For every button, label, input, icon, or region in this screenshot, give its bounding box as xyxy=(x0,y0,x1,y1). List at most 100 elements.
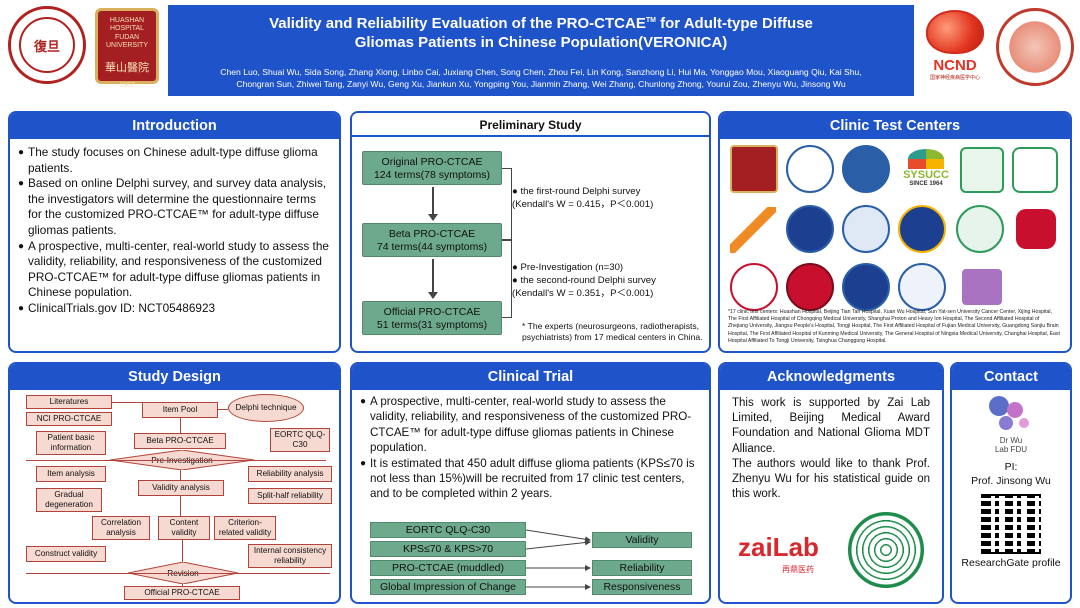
flow-box: Reliability analysis xyxy=(248,466,332,482)
flow-connector xyxy=(218,409,228,410)
clinic-footnote: *17 clinic test centers: Huashan Hospita… xyxy=(728,309,1060,344)
hospital-logo xyxy=(842,205,890,253)
trial-input-box: KPS≤70 & KPS>70 xyxy=(370,541,526,557)
hospital-logo xyxy=(960,147,1004,193)
flow-oval: Delphi technique xyxy=(228,394,304,422)
hospital-logo xyxy=(898,205,946,253)
flow-box: Item Pool xyxy=(142,402,218,418)
introduction-heading: Introduction xyxy=(10,113,339,139)
contact-heading: Contact xyxy=(952,364,1070,390)
preliminary-heading: Preliminary Study xyxy=(352,113,709,137)
flow-connector xyxy=(182,584,183,586)
list-item: Based on online Delphi survey, and surve… xyxy=(18,176,331,238)
fudan-university-logo: 復旦 xyxy=(8,6,86,84)
huashan-hospital-logo: HUASHAN HOSPITAL FUDAN UNIVERSITY 華山醫院 1… xyxy=(95,8,159,89)
first-round-note: ● the first-round Delphi survey (Kendall… xyxy=(512,186,654,210)
list-item: ClinicalTrials.gov ID: NCT05486923 xyxy=(18,301,331,317)
flow-box: Official PRO-CTCAE xyxy=(124,586,240,600)
huashan-logo-year: 1907 xyxy=(119,81,135,89)
brain-icon xyxy=(926,10,984,54)
flow-box: Beta PRO-CTCAE xyxy=(134,433,226,449)
introduction-panel: Introduction The study focuses on Chines… xyxy=(8,111,341,353)
pi-label: PI: xyxy=(1004,461,1018,473)
trial-arrows xyxy=(526,529,591,590)
study-design-flowchart: Literatures NCI PRO-CTCAE Item Pool Delp… xyxy=(10,390,339,602)
hospital-logo xyxy=(842,145,890,193)
flow-box: Criterion-related validity xyxy=(214,516,276,540)
qr-caption[interactable]: ResearchGate profile xyxy=(961,557,1061,569)
flow-arrow xyxy=(428,259,438,299)
flow-arrow xyxy=(428,187,438,221)
study-design-heading: Study Design xyxy=(10,364,339,390)
clinic-centers-panel: Clinic Test Centers SYSUCC SINCE 1964 *1… xyxy=(718,111,1072,353)
author-list: Chen Luo, Shuai Wu, Sida Song, Zhang Xio… xyxy=(220,67,862,89)
hospital-logo xyxy=(1012,147,1058,193)
bracket-line xyxy=(502,168,512,240)
hospital-logo xyxy=(730,145,778,193)
hospital-logo xyxy=(730,207,776,253)
ncnd-logo: NCND 国家神经疾病医学中心 xyxy=(922,10,988,90)
flow-box: Validity analysis xyxy=(138,480,224,496)
bracket-line xyxy=(502,240,512,318)
flow-connector xyxy=(180,418,181,433)
hospital-logo xyxy=(842,263,890,311)
list-item: The study focuses on Chinese adult-type … xyxy=(18,145,331,176)
hospital-logo xyxy=(956,205,1004,253)
fudan-seal: 復旦 xyxy=(19,17,75,73)
trial-outcome-box: Responsiveness xyxy=(592,579,692,595)
hospital-logo xyxy=(786,263,834,311)
huashan-logo-mark: 華山醫院 xyxy=(105,60,149,74)
acknowledgments-panel: Acknowledgments This work is supported b… xyxy=(718,362,944,604)
acknowledgments-text: This work is supported by Zai Lab Limite… xyxy=(732,397,930,501)
flow-box: EORTC QLQ-C30 xyxy=(270,428,330,452)
hospital-logo xyxy=(786,205,834,253)
experts-note: * The experts (neurosurgeons, radiothera… xyxy=(522,321,703,342)
flow-connector xyxy=(112,402,142,403)
title-banner: Validity and Reliability Evaluation of t… xyxy=(168,5,914,96)
flow-box: Patient basic information xyxy=(36,431,106,455)
clinical-trial-bullets: A prospective, multi-center, real-world … xyxy=(352,390,709,506)
introduction-bullets: The study focuses on Chinese adult-type … xyxy=(10,139,339,321)
qr-code[interactable] xyxy=(981,494,1041,554)
clinic-heading: Clinic Test Centers xyxy=(720,113,1070,139)
zai-lab-logo: zaiLab xyxy=(738,532,819,562)
clinical-trial-heading: Clinical Trial xyxy=(352,364,709,390)
flow-box: Construct validity xyxy=(26,546,106,562)
flow-connector xyxy=(182,540,183,562)
trial-input-box: PRO-CTCAE (muddled) xyxy=(370,560,526,576)
hospital-logo xyxy=(730,263,778,311)
huashan-logo-caption: HUASHAN HOSPITAL FUDAN UNIVERSITY xyxy=(105,17,148,50)
flow-box: Gradual degeneration xyxy=(36,488,102,512)
clinical-trial-panel: Clinical Trial A prospective, multi-cent… xyxy=(350,362,711,604)
acknowledgments-heading: Acknowledgments xyxy=(720,364,942,390)
sysucc-logo: SYSUCC SINCE 1964 xyxy=(898,149,954,187)
hospital-logo xyxy=(786,145,834,193)
hospital-logo xyxy=(962,269,1002,305)
list-item: It is estimated that 450 adult diffuse g… xyxy=(360,456,701,502)
study-design-panel: Study Design Literatures NCI PRO-CTCAE I… xyxy=(8,362,341,604)
trial-input-box: Global Impression of Change xyxy=(370,579,526,595)
second-round-note: ● Pre-Investigation (n=30) ● the second-… xyxy=(512,262,656,299)
flow-box: Content validity xyxy=(158,516,210,540)
flow-box: NCI PRO-CTCAE xyxy=(26,412,112,426)
flow-connector xyxy=(26,460,326,461)
pi-name: Prof. Jinsong Wu xyxy=(971,475,1051,487)
trial-outcome-box: Validity xyxy=(592,532,692,548)
dr-wu-lab-logo xyxy=(979,396,1043,436)
trial-outcome-box: Reliability xyxy=(592,560,692,576)
flow-connector xyxy=(26,573,330,574)
trial-input-box: EORTC QLQ-C30 xyxy=(370,522,526,538)
hospital-logo xyxy=(1016,209,1056,249)
beijing-medical-award-logo xyxy=(848,512,924,588)
hospital-logo xyxy=(898,263,946,311)
zai-lab-cn: 再鼎医药 xyxy=(782,565,814,574)
flow-box: Correlation analysis xyxy=(92,516,150,540)
list-item: A prospective, multi-center, real-world … xyxy=(18,239,331,301)
